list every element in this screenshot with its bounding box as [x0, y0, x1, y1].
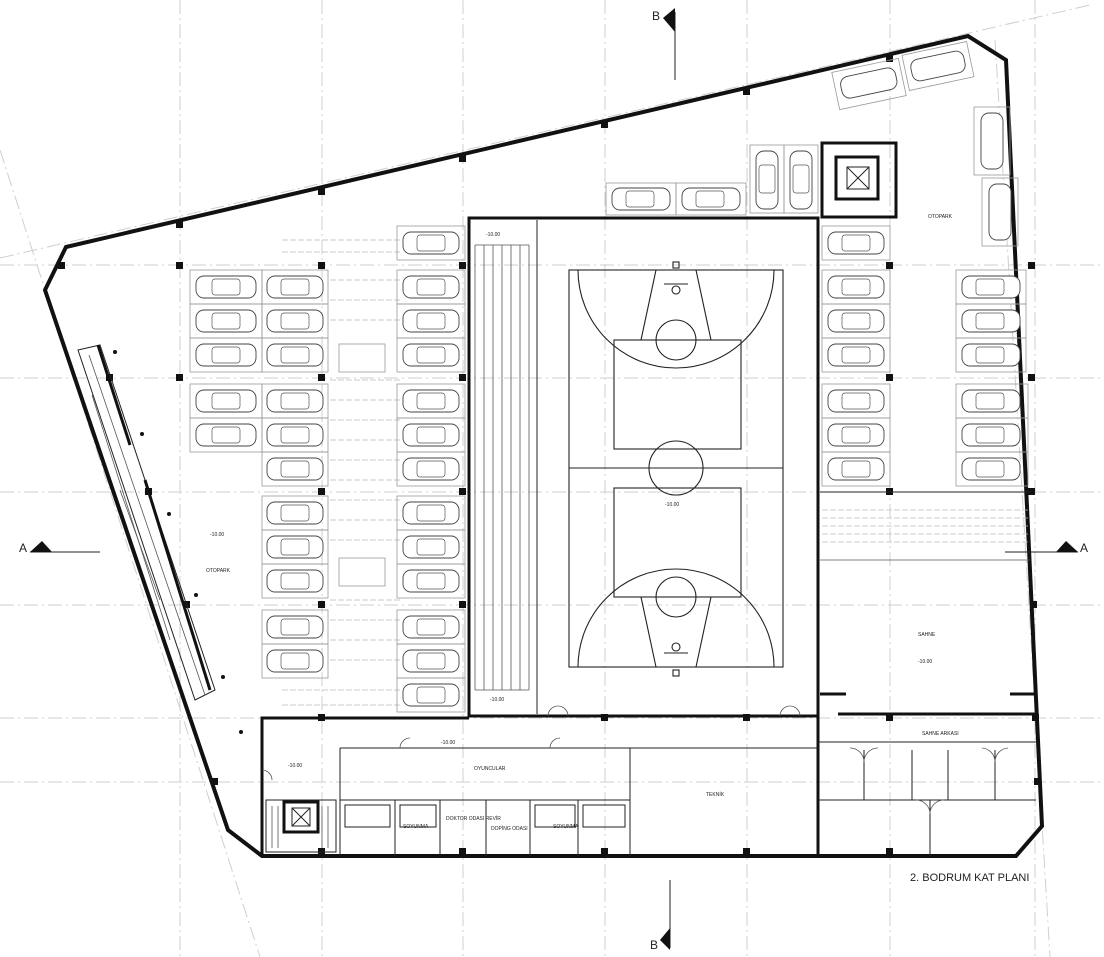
- sports-hall: [467, 216, 820, 718]
- car-stall: [605, 182, 677, 216]
- level-corridor: -10.00: [441, 740, 455, 746]
- car-stall: [675, 182, 747, 216]
- level-annotations: -10.00 -10.00 -10.00 -10.00 -10.00 -10.0…: [210, 232, 932, 769]
- section-mark-a-right: A: [1005, 541, 1088, 555]
- car-stall: [821, 303, 891, 339]
- elevator-core-bottom: [265, 799, 337, 853]
- car-stall: [955, 269, 1027, 305]
- upper-parking-stalls: [605, 41, 1019, 247]
- car-stall: [189, 269, 263, 305]
- room-label-changing-left: SOYUNMA: [403, 824, 429, 830]
- service-wing: [260, 705, 1036, 856]
- car-stall: [396, 303, 466, 339]
- car-stall: [189, 303, 263, 339]
- car-stall: [261, 269, 329, 305]
- car-stall: [821, 269, 891, 305]
- car-stall: [396, 643, 466, 679]
- car-stall: [261, 337, 329, 373]
- car-stall: [749, 144, 785, 214]
- car-stall: [955, 337, 1027, 373]
- car-stall: [261, 643, 329, 679]
- room-label-doctor: DOKTOR ODASI REVİR: [446, 815, 501, 822]
- car-stall: [901, 41, 975, 91]
- section-mark-b-bottom: B: [650, 880, 671, 952]
- car-stall: [396, 563, 466, 599]
- section-label-b-top: B: [652, 9, 660, 23]
- car-stall: [821, 451, 891, 487]
- inner-tribune: [474, 244, 530, 691]
- room-label-right-parking: OTOPARK: [928, 214, 953, 220]
- car-stall: [261, 417, 329, 453]
- section-markers: A A B B: [19, 8, 1088, 952]
- right-parking-stalls: [821, 225, 1029, 487]
- car-stall: [189, 417, 263, 453]
- car-stall: [981, 177, 1019, 247]
- car-stall: [261, 451, 329, 487]
- car-stall: [396, 677, 466, 713]
- elevator-core-top: [820, 141, 898, 219]
- level-entrance: -10.00: [288, 763, 302, 769]
- car-stall: [261, 563, 329, 599]
- car-stall: [396, 417, 466, 453]
- car-stall: [189, 383, 263, 419]
- outer-tribune-seating: [282, 239, 400, 706]
- car-stall: [973, 106, 1011, 176]
- car-stall: [396, 529, 466, 565]
- basketball-court: [568, 261, 784, 677]
- car-stall: [831, 57, 907, 111]
- section-label-b-bottom: B: [650, 938, 658, 952]
- level-stage: -10.00: [918, 659, 932, 665]
- car-stall: [261, 383, 329, 419]
- car-stall: [261, 303, 329, 339]
- car-stall: [261, 609, 329, 645]
- car-stall: [396, 451, 466, 487]
- car-stall: [189, 337, 263, 373]
- outer-walls: [42, 33, 1045, 858]
- section-label-a-left: A: [19, 541, 27, 555]
- room-label-technical: TEKNİK: [706, 791, 725, 798]
- perimeter-columns: [58, 55, 1041, 855]
- level-court-center: -10.00: [665, 502, 679, 508]
- car-stall: [955, 303, 1027, 339]
- room-label-stage: SAHNE: [918, 632, 936, 638]
- inner-parking-stalls: [396, 225, 466, 713]
- car-stall: [396, 609, 466, 645]
- car-stall: [396, 337, 466, 373]
- car-stall: [821, 383, 891, 419]
- room-label-backstage: SAHNE ARKASI: [922, 731, 959, 737]
- level-left-parking: -10.00: [210, 532, 224, 538]
- room-label-players: OYUNCULAR: [474, 766, 506, 772]
- car-stall: [955, 417, 1029, 453]
- room-label-changing-right: SOYUNMA: [553, 824, 579, 830]
- section-label-a-right: A: [1080, 541, 1088, 555]
- stage-area: [820, 491, 1036, 716]
- car-stall: [261, 529, 329, 565]
- left-parking-stalls: [189, 269, 329, 679]
- room-label-doping: DOPİNG ODASI: [491, 825, 528, 832]
- room-label-left-parking: OTOPARK: [206, 568, 231, 574]
- section-mark-a-left: A: [19, 541, 100, 555]
- car-stall: [396, 269, 466, 305]
- drawing-title: 2. BODRUM KAT PLANI: [910, 872, 1029, 884]
- parking-ramp: [77, 344, 243, 734]
- car-stall: [396, 383, 466, 419]
- level-tribune-top: -10.00: [486, 232, 500, 238]
- car-stall: [783, 144, 819, 214]
- car-stall: [821, 225, 891, 261]
- level-tribune-bottom: -10.00: [490, 697, 504, 703]
- section-mark-b-top: B: [652, 8, 676, 80]
- car-stall: [396, 495, 466, 531]
- car-stall: [955, 451, 1029, 487]
- room-labels: OTOPARK OTOPARK SAHNE SAHNE ARKASI OYUNC…: [206, 214, 959, 832]
- car-stall: [396, 225, 466, 261]
- car-stall: [261, 495, 329, 531]
- car-stall: [821, 417, 891, 453]
- car-stall: [821, 337, 891, 373]
